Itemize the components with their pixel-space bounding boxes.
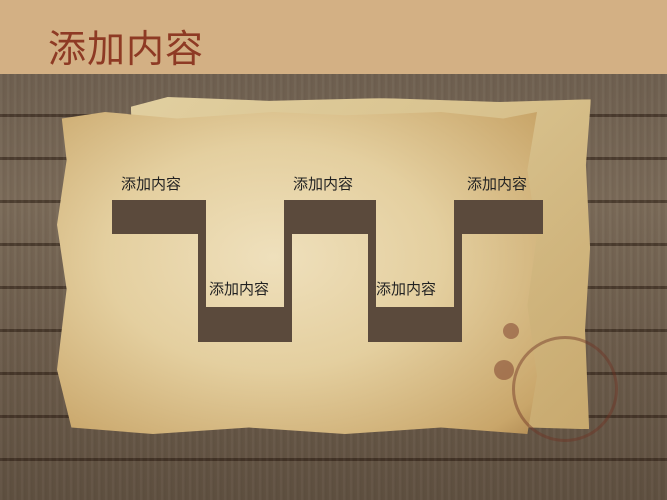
- header-band: [0, 0, 667, 74]
- path-segment-bottom-1: [198, 307, 288, 342]
- slide-title: 添加内容: [48, 27, 205, 71]
- step-label-1: 添加内容: [121, 175, 182, 193]
- step-label-4: 添加内容: [376, 280, 437, 298]
- step-label-3: 添加内容: [293, 175, 354, 193]
- step-label-2: 添加内容: [209, 280, 270, 298]
- paper-front-sheet: [57, 112, 537, 434]
- path-segment-top-3: [454, 200, 543, 234]
- path-segment-down-2: [368, 200, 376, 342]
- path-segment-bottom-2: [368, 307, 458, 342]
- coffee-ring-stain: [512, 336, 618, 442]
- path-segment-up-1: [284, 200, 292, 342]
- step-label-5: 添加内容: [467, 175, 528, 193]
- path-segment-up-2: [454, 200, 462, 342]
- path-segment-down-1: [198, 200, 206, 342]
- coffee-drop-stain: [503, 323, 519, 339]
- path-segment-top-2: [284, 200, 372, 234]
- coffee-drop-stain: [494, 360, 514, 380]
- path-segment-top-1: [112, 200, 200, 234]
